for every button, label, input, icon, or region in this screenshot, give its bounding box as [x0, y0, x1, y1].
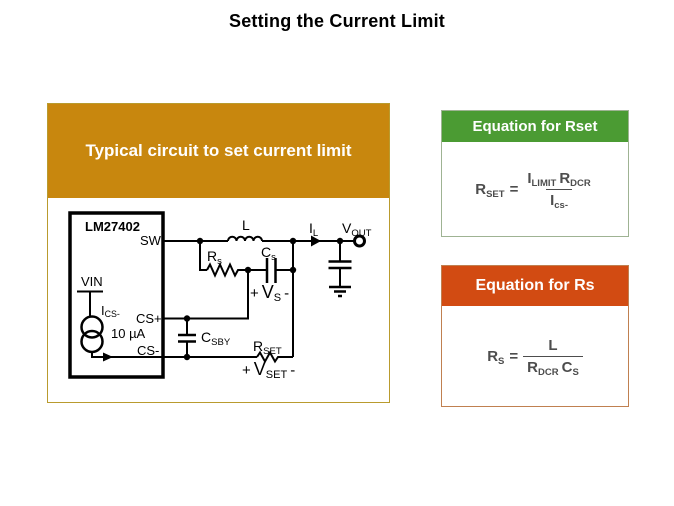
cs-label: Cs [261, 244, 276, 263]
csby-label: CSBY [201, 329, 231, 348]
vin-label: VIN [81, 274, 103, 289]
pin-label-cs-minus: CS- [137, 343, 160, 358]
circuit-panel-header: Typical circuit to set current limit [48, 104, 389, 198]
equation-rs-header: Equation for Rs [442, 266, 628, 306]
vout-label: VOUT [342, 220, 372, 239]
rs-label: Rs [207, 248, 222, 267]
page-title: Setting the Current Limit [229, 11, 445, 31]
vs-label: +VS- [250, 282, 290, 305]
ics-value-label: 10 µA [111, 326, 146, 341]
chip-label: LM27402 [85, 219, 140, 234]
ics-label: ICS- [101, 303, 120, 320]
equation-rset-header: Equation for Rset [442, 111, 628, 142]
pin-label-cs-plus: CS+ [136, 311, 162, 326]
il-label: IL [309, 220, 319, 239]
inductor-label: L [242, 217, 250, 233]
rset-label: RSET [253, 338, 282, 357]
pin-label-sw: SW [140, 233, 161, 248]
vset-label: +VSET- [242, 359, 296, 382]
